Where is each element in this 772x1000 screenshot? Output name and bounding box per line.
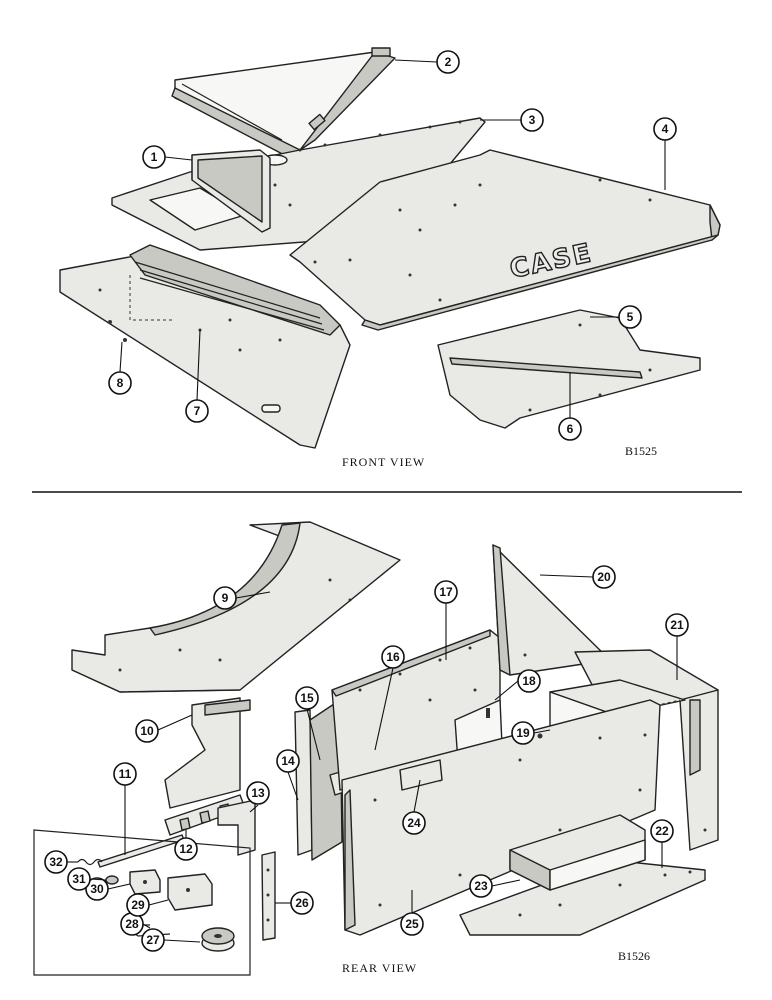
callout-18: 18 xyxy=(522,674,536,688)
front-view-caption: FRONT VIEW xyxy=(342,455,425,469)
callout-31: 31 xyxy=(72,872,86,886)
callout-25: 25 xyxy=(405,917,419,931)
callout-26: 26 xyxy=(295,896,309,910)
callout-15: 15 xyxy=(300,691,314,705)
part-10-bracket xyxy=(164,697,251,809)
part-9-arched-fender xyxy=(71,521,401,693)
callout-30: 30 xyxy=(90,882,104,896)
rear-drawing-code: B1526 xyxy=(618,949,650,963)
callout-13: 13 xyxy=(251,786,265,800)
callout-23: 23 xyxy=(474,879,488,893)
callout-8: 8 xyxy=(117,376,124,390)
callout-2: 2 xyxy=(445,55,452,69)
callout-21: 21 xyxy=(670,618,684,632)
part-5-quarter-panel xyxy=(437,309,701,429)
part-24-bracket xyxy=(399,759,443,791)
callout-12: 12 xyxy=(179,842,193,856)
callout-9: 9 xyxy=(222,591,229,605)
callout-4: 4 xyxy=(662,122,669,136)
callout-3: 3 xyxy=(529,113,536,127)
callout-10: 10 xyxy=(140,724,154,738)
part-7-side-panel xyxy=(59,244,351,449)
part-25-large-panel xyxy=(341,699,661,936)
part-11-rod xyxy=(97,834,185,868)
inset-detail-box xyxy=(33,829,251,976)
callout-24: 24 xyxy=(407,816,421,830)
callout-27: 27 xyxy=(146,933,160,947)
part-31-collar xyxy=(105,875,119,885)
part-22-23-base-tray xyxy=(459,814,706,936)
callout-20: 20 xyxy=(597,570,611,584)
callout-32: 32 xyxy=(49,855,63,869)
part-1-bracket xyxy=(191,149,271,233)
callout-7: 7 xyxy=(194,404,201,418)
callout-28: 28 xyxy=(125,917,139,931)
front-drawing-code: B1525 xyxy=(625,444,657,458)
callout-1: 1 xyxy=(151,150,158,164)
callout-22: 22 xyxy=(655,824,669,838)
callout-11: 11 xyxy=(119,767,132,781)
callout-17: 17 xyxy=(439,585,453,599)
callout-5: 5 xyxy=(627,310,634,324)
part-26-strip xyxy=(261,851,276,941)
part-29-block xyxy=(167,873,213,911)
front-view: CASE xyxy=(59,47,721,469)
part-4-fender: CASE xyxy=(289,149,721,331)
callout-19: 19 xyxy=(516,726,530,740)
callout-6: 6 xyxy=(567,422,574,436)
callout-29: 29 xyxy=(131,898,145,912)
callout-16: 16 xyxy=(386,650,400,664)
callout-14: 14 xyxy=(281,754,295,768)
part-3-cover-plate xyxy=(111,117,486,251)
front-callouts: 2 3 4 1 5 6 7 8 xyxy=(108,50,677,441)
rear-view: 9 10 11 12 13 14 15 16 17 xyxy=(33,521,719,976)
rear-callouts: 9 10 11 12 13 14 15 16 17 xyxy=(44,565,689,952)
part-2-lid xyxy=(171,47,396,159)
part-20-gusset xyxy=(492,544,611,676)
part-32-spring xyxy=(77,858,103,866)
rear-view-caption: REAR VIEW xyxy=(342,961,417,975)
